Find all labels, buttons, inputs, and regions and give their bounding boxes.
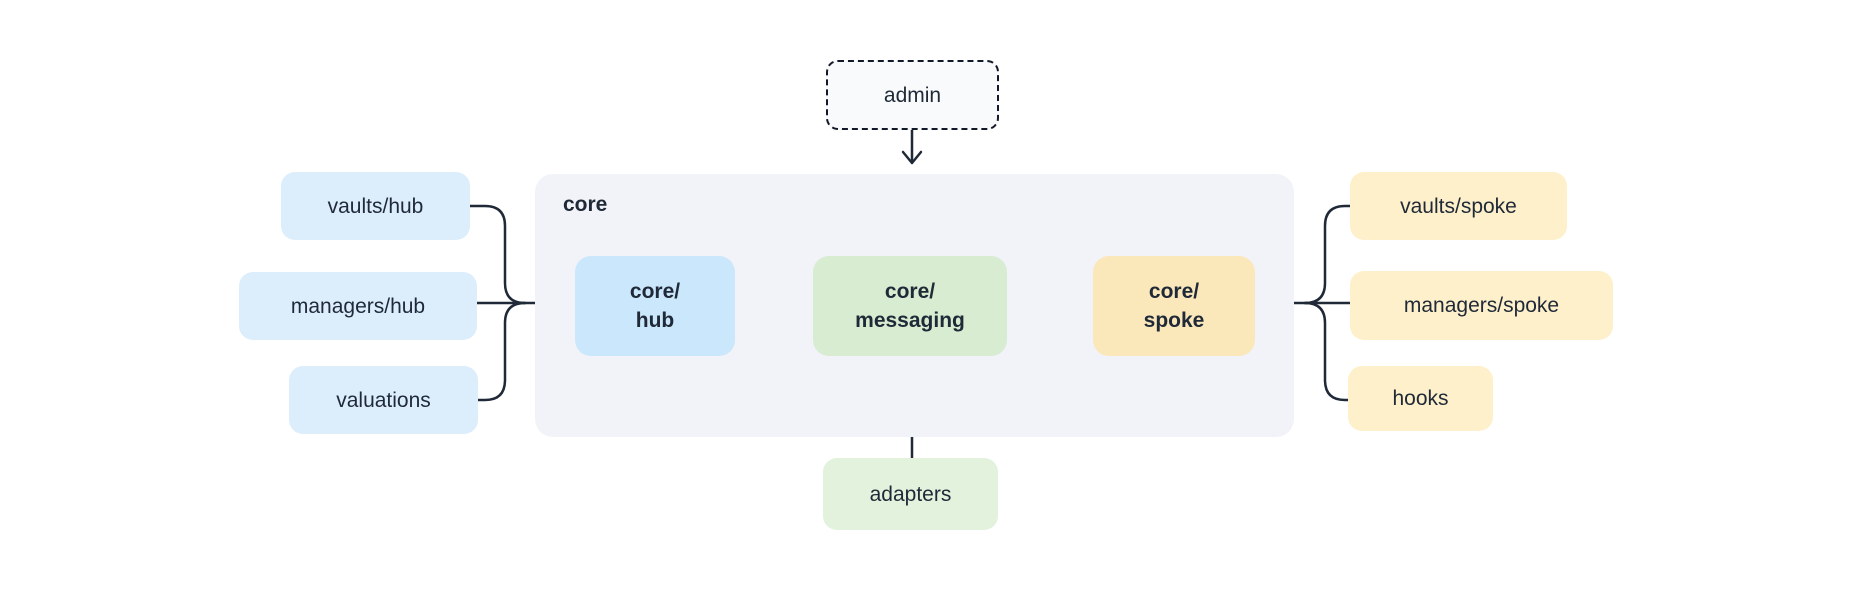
node-core-spoke-label-line2: spoke: [1143, 309, 1205, 332]
node-core-spoke-label-line1: core/: [1148, 280, 1200, 303]
node-admin-label: admin: [883, 83, 942, 107]
edge-hooks-to-core-spoke: [1303, 301, 1350, 402]
node-core-hub-label-line1: core/: [629, 280, 681, 303]
node-admin: admin: [826, 60, 999, 130]
node-managers-hub: managers/hub: [239, 272, 477, 340]
node-managers-hub-label: managers/hub: [290, 294, 426, 318]
node-vaults-spoke-label: vaults/spoke: [1400, 194, 1517, 218]
edge-valuations-to-core-hub: [476, 301, 527, 402]
node-valuations: valuations: [289, 366, 478, 434]
node-managers-spoke: managers/spoke: [1350, 271, 1613, 340]
node-core-messaging-label-line2: messaging: [855, 309, 965, 332]
node-managers-spoke-label: managers/spoke: [1403, 294, 1560, 317]
edge-vaults-spoke-to-core-spoke: [1303, 204, 1352, 305]
node-core-spoke: core/ spoke: [1093, 256, 1255, 356]
node-valuations-label: valuations: [336, 388, 431, 412]
node-core-hub: core/ hub: [575, 256, 735, 356]
core-group-label: core: [563, 193, 608, 216]
node-vaults-hub-label: vaults/hub: [327, 194, 424, 218]
node-adapters: adapters: [823, 458, 998, 530]
node-hooks-label: hooks: [1392, 387, 1449, 410]
node-core-messaging: core/ messaging: [813, 256, 1007, 356]
node-adapters-label: adapters: [869, 482, 952, 506]
edge-admin-to-core: [901, 128, 923, 165]
node-vaults-hub: vaults/hub: [281, 172, 470, 240]
node-vaults-spoke: vaults/spoke: [1350, 172, 1567, 240]
edge-vaults-hub-to-core-hub: [468, 204, 527, 305]
node-hooks: hooks: [1348, 366, 1493, 431]
node-core-hub-label-line2: hub: [635, 309, 675, 332]
node-core-messaging-label-line1: core/: [884, 280, 936, 303]
